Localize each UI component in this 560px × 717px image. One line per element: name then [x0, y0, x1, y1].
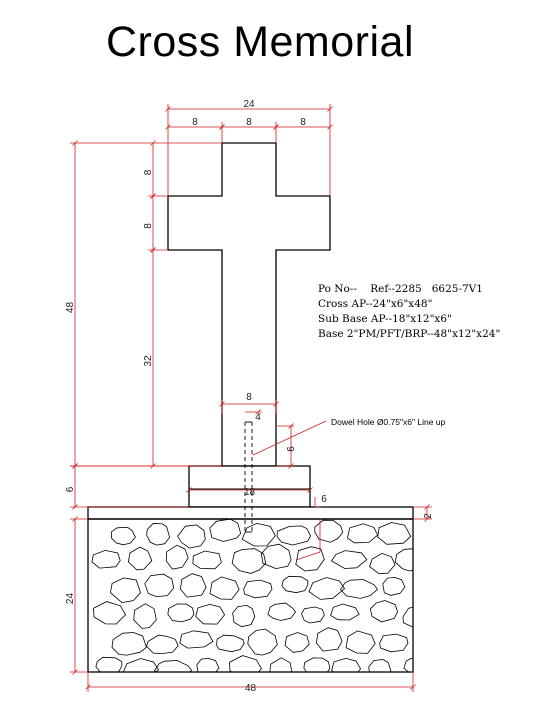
- stone-shape: [330, 550, 368, 569]
- stone-shape: [377, 522, 412, 545]
- stone-shape: [260, 543, 292, 570]
- base-cap: [87, 506, 414, 520]
- stone-shape: [177, 524, 206, 549]
- stone-shape: [402, 606, 413, 628]
- dim-base-width: 48: [245, 683, 257, 694]
- stone-shape: [179, 630, 214, 649]
- dim-dowel-offset: 4: [255, 412, 261, 423]
- stone-shape: [133, 603, 157, 629]
- dim-base-height: 24: [65, 593, 76, 605]
- stone-shape: [281, 575, 309, 594]
- stone-shape: [314, 519, 344, 543]
- spec-po: Po No-- Ref--2285 6625-7V1: [318, 283, 483, 295]
- stone-shape: [243, 579, 273, 599]
- stone-shape: [269, 657, 293, 672]
- stone-shape: [330, 603, 360, 621]
- stone-shape: [403, 657, 413, 672]
- stone-base: [87, 518, 414, 673]
- callout-leader: [252, 420, 327, 456]
- stone-shape: [303, 657, 331, 672]
- stone-shape: [315, 627, 343, 652]
- stone-shape: [153, 660, 193, 672]
- stone-shape: [146, 522, 171, 546]
- stone-shape: [111, 632, 147, 656]
- stone-shape: [216, 634, 245, 653]
- dim-dowel-depth: 6: [286, 446, 297, 452]
- dowel-hole: [244, 421, 253, 533]
- stone-shape: [276, 525, 311, 546]
- stone-shape: [195, 603, 226, 625]
- page-title: Cross Memorial: [105, 18, 415, 66]
- stone-shape: [127, 546, 153, 571]
- stone-shape: [368, 658, 392, 672]
- dim-arm-left: 8: [192, 117, 198, 128]
- stone-shape: [247, 628, 278, 656]
- stone-shape: [165, 544, 189, 570]
- stone-shape: [231, 548, 267, 574]
- stone-shape: [345, 630, 376, 654]
- dim-stem-lower: 32: [143, 355, 154, 367]
- stone-shape: [267, 602, 296, 621]
- stone-shape: [109, 577, 141, 604]
- stone-shape: [284, 632, 310, 653]
- dim-cross-height: 48: [65, 302, 76, 314]
- stone-shape: [382, 576, 406, 596]
- dim-sub-base-height: 6: [65, 486, 76, 492]
- stone-shape: [91, 549, 121, 569]
- dim-arm-height: 8: [143, 223, 154, 229]
- sub-base: [188, 465, 311, 508]
- dim-sub-base-step: 6: [321, 494, 327, 505]
- dim-arm-right: 8: [300, 117, 306, 128]
- stone-shape: [369, 600, 399, 623]
- stone-shape: [196, 657, 220, 672]
- dim-base-cap: 2: [423, 513, 434, 519]
- stone-shape: [179, 573, 207, 598]
- stone-shape: [111, 526, 136, 546]
- stone-shape: [339, 579, 379, 599]
- stone-shape: [232, 604, 256, 628]
- stone-shape: [394, 548, 413, 572]
- dim-stem-width: 8: [246, 392, 252, 403]
- stone-shape: [146, 634, 179, 655]
- spec-sub-base: Sub Base AP--18"x12"x6": [318, 313, 452, 325]
- stone-shape: [347, 523, 379, 544]
- stone-shape: [167, 603, 195, 623]
- stone-shape: [369, 552, 396, 574]
- dim-top-segment: 8: [143, 169, 154, 175]
- stone-shape: [144, 573, 175, 598]
- dim-arm-total: 24: [243, 99, 255, 110]
- stone-shape: [95, 656, 123, 672]
- spec-cross: Cross AP--24"x6"x48": [318, 298, 433, 310]
- stone-shape: [209, 576, 240, 600]
- stone-shape: [301, 606, 325, 624]
- stone-shape: [379, 633, 409, 653]
- cross-outline: [167, 142, 331, 467]
- stone-shape: [295, 546, 325, 572]
- stone-shape: [192, 550, 222, 570]
- stone-shape: [229, 655, 262, 672]
- dowel-callout: Dowel Hole Ø0.75"x6" Line up: [331, 417, 446, 427]
- stone-shape: [241, 522, 276, 547]
- stone-shape: [93, 601, 126, 625]
- spec-base: Base 2"PM/PFT/BRP--48"x12"x24": [318, 328, 501, 340]
- dim-arm-center: 8: [246, 117, 252, 128]
- stone-shape: [209, 519, 242, 542]
- stone-shape: [308, 577, 346, 600]
- stone-shape: [122, 658, 160, 672]
- spec-block: Po No-- Ref--2285 6625-7V1 Cross AP--24"…: [318, 282, 500, 342]
- stone-shape: [331, 657, 362, 672]
- dim-sub-base-width: 18: [244, 487, 256, 498]
